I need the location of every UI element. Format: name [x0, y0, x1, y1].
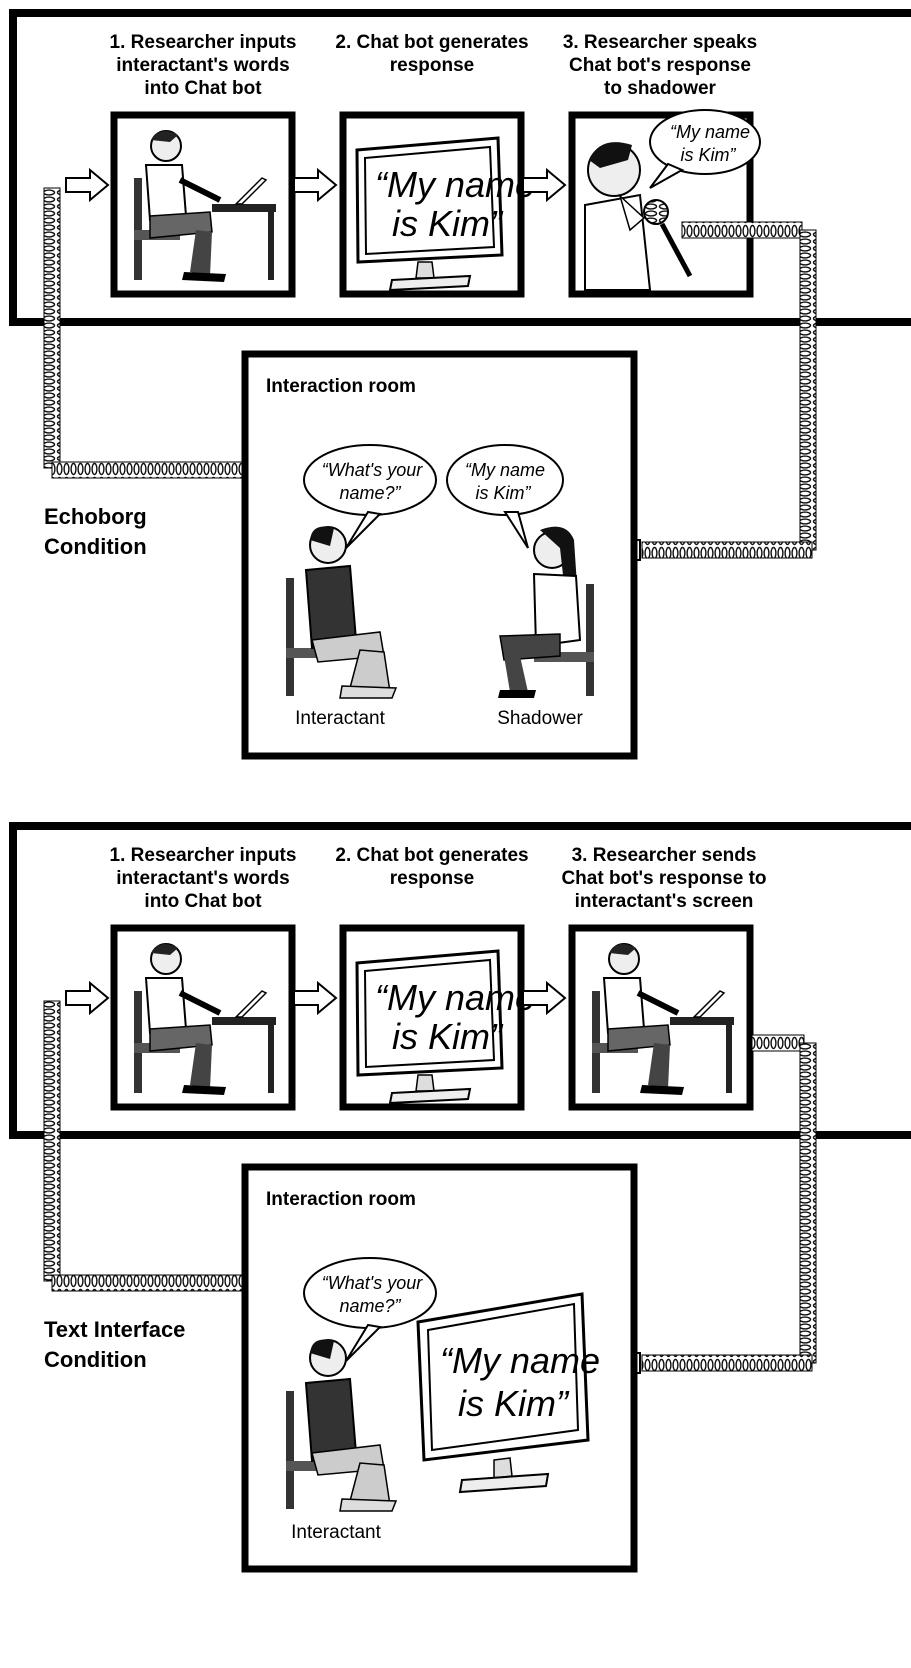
- step-2-caption: 2. Chat bot generates response: [335, 32, 528, 76]
- step-3-caption: 3. Researcher speaks Chat bot's response…: [563, 32, 757, 99]
- researcher-at-laptop-illustration: [134, 130, 276, 282]
- text-interface-condition-label: Text Interface Condition: [44, 1317, 185, 1372]
- shadower-speech-bubble: “My name is Kim”: [446, 444, 564, 549]
- cable-interactant-to-researcher-2: [43, 1000, 291, 1292]
- svg-text:2. Chat bot generates: 2. Chat bot generates: [335, 32, 528, 53]
- interactant-figure: [286, 526, 398, 699]
- svg-text:“My name: “My name: [465, 460, 545, 480]
- svg-text:2. Chat bot generates: 2. Chat bot generates: [335, 845, 528, 866]
- svg-text:3. Researcher speaks: 3. Researcher speaks: [563, 32, 757, 53]
- svg-text:Echoborg: Echoborg: [44, 504, 147, 529]
- interactant-figure-2: [286, 1339, 398, 1512]
- room-screen-text-line-2: is Kim”: [458, 1383, 570, 1424]
- cable-interactant-to-researcher: [43, 187, 291, 479]
- svg-text:into Chat bot: into Chat bot: [144, 78, 262, 99]
- svg-text:name?”: name?”: [339, 483, 401, 503]
- room-screen-text-line-1: “My name: [440, 1340, 600, 1381]
- researcher-bubble-line-1: “My name: [670, 122, 750, 142]
- interaction-room-title: Interaction room: [266, 376, 416, 397]
- arrow-into-step1: [65, 167, 110, 203]
- cable-researcher-to-screen: [596, 1034, 817, 1384]
- interaction-room-title-2: Interaction room: [266, 1189, 416, 1210]
- arrow-into-step1-2: [65, 980, 110, 1016]
- svg-text:Condition: Condition: [44, 534, 147, 559]
- interactant-screen: “My name is Kim”: [416, 1292, 600, 1494]
- researcher-at-laptop-illustration-2: [134, 943, 276, 1095]
- chatbot-monitor-2: “My name is Kim”: [355, 949, 535, 1105]
- screen-text-line-2: is Kim”: [392, 203, 504, 244]
- step-1-caption: 1. Researcher inputs interactant's words…: [110, 32, 297, 99]
- step-3-caption-2: 3. Researcher sends Chat bot's response …: [561, 845, 766, 912]
- svg-text:response: response: [390, 868, 474, 889]
- svg-text:interactant's words: interactant's words: [116, 868, 289, 889]
- svg-text:interactant's screen: interactant's screen: [575, 891, 754, 912]
- chatbot-monitor: “My name is Kim”: [355, 136, 535, 292]
- svg-text:1. Researcher inputs: 1. Researcher inputs: [110, 845, 297, 866]
- interactant-speech-bubble: “What's your name?”: [303, 444, 437, 549]
- control-room-frame-2: [9, 822, 911, 1139]
- svg-text:response: response: [390, 55, 474, 76]
- svg-text:into Chat bot: into Chat bot: [144, 891, 262, 912]
- interactant-label: Interactant: [295, 708, 385, 729]
- researcher-sending-illustration: [592, 943, 734, 1095]
- svg-text:Condition: Condition: [44, 1347, 147, 1372]
- svg-text:3. Researcher sends: 3. Researcher sends: [572, 845, 757, 866]
- control-room-frame: [9, 9, 911, 326]
- screen-text-line-2-2: is Kim”: [392, 1016, 504, 1057]
- svg-text:Chat bot's response to: Chat bot's response to: [561, 868, 766, 889]
- researcher-with-microphone: “My name is Kim”: [584, 109, 761, 291]
- arrow-step2-to-step3-2: [522, 980, 567, 1016]
- text-interface-panel: 1. Researcher inputs interactant's words…: [9, 822, 911, 1573]
- interaction-room-box: [241, 350, 638, 760]
- arrow-step1-to-step2-2: [293, 980, 338, 1016]
- shadower-label: Shadower: [497, 708, 583, 729]
- svg-text:“What's your: “What's your: [322, 460, 423, 480]
- screen-text-line-1-2: “My name: [375, 977, 535, 1018]
- svg-text:Chat bot's response: Chat bot's response: [569, 55, 751, 76]
- svg-text:interactant's words: interactant's words: [116, 55, 289, 76]
- svg-text:is Kim”: is Kim”: [476, 483, 532, 503]
- researcher-bubble-line-2: is Kim”: [681, 145, 737, 165]
- svg-text:“What's your: “What's your: [322, 1273, 423, 1293]
- echoborg-condition-label: Echoborg Condition: [44, 504, 147, 559]
- arrow-step1-to-step2: [293, 167, 338, 203]
- svg-text:Text Interface: Text Interface: [44, 1317, 185, 1342]
- svg-text:1. Researcher inputs: 1. Researcher inputs: [110, 32, 297, 53]
- screen-text-line-1: “My name: [375, 164, 535, 205]
- svg-text:name?”: name?”: [339, 1296, 401, 1316]
- shadower-figure: [498, 526, 594, 698]
- svg-text:to shadower: to shadower: [604, 78, 717, 99]
- echoborg-panel: 1. Researcher inputs interactant's words…: [9, 9, 911, 760]
- step-2-caption-2: 2. Chat bot generates response: [335, 845, 528, 889]
- step-1-caption-2: 1. Researcher inputs interactant's words…: [110, 845, 297, 912]
- interactant-label-2: Interactant: [291, 1522, 381, 1543]
- interactant-speech-bubble-2: “What's your name?”: [303, 1257, 437, 1362]
- arrow-step2-to-step3: [522, 167, 567, 203]
